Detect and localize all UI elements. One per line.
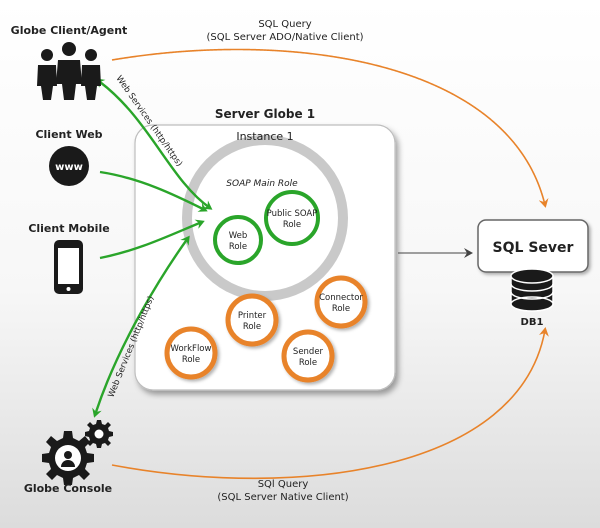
client-mobile-label: Client Mobile (28, 222, 109, 235)
sql-server-label: SQL Sever (493, 240, 574, 256)
svg-text:www: www (55, 162, 83, 173)
sql-query-top-edge (111, 48, 549, 208)
workflow-role-node (164, 326, 218, 380)
printer-role-node (225, 293, 279, 347)
web-role-node (213, 215, 263, 265)
db1-label: DB1 (521, 317, 544, 328)
globe-client-agent-label: Globe Client/Agent (11, 24, 128, 37)
people-icon (37, 42, 101, 100)
sender-role-node (281, 329, 335, 383)
server-globe-title: Server Globe 1 (215, 107, 315, 121)
mobile-phone-icon (54, 240, 83, 294)
console-gears-icon (42, 420, 113, 485)
soap-main-role-label: SOAP Main Role (226, 179, 298, 189)
public-soap-role-node (264, 190, 320, 246)
web-services-web-edge (99, 170, 208, 212)
web-services-console-edge (92, 235, 190, 418)
sql-query-bottom-edge (111, 327, 549, 480)
globe-console-label: Globe Console (24, 482, 112, 495)
sql-query-top-label: SQL Query(SQL Server ADO/Native Client) (206, 19, 363, 43)
instance-label: Instance 1 (236, 130, 293, 143)
client-web-label: Client Web (35, 128, 102, 141)
database-icon (510, 268, 554, 312)
sql-query-bottom-label: SQl Query(SQL Server Native Client) (217, 479, 348, 503)
connector-role-node (314, 275, 368, 329)
www-icon: www (49, 146, 89, 186)
web-services-agent-edge (95, 78, 213, 210)
soap-main-role-ring (182, 135, 348, 301)
